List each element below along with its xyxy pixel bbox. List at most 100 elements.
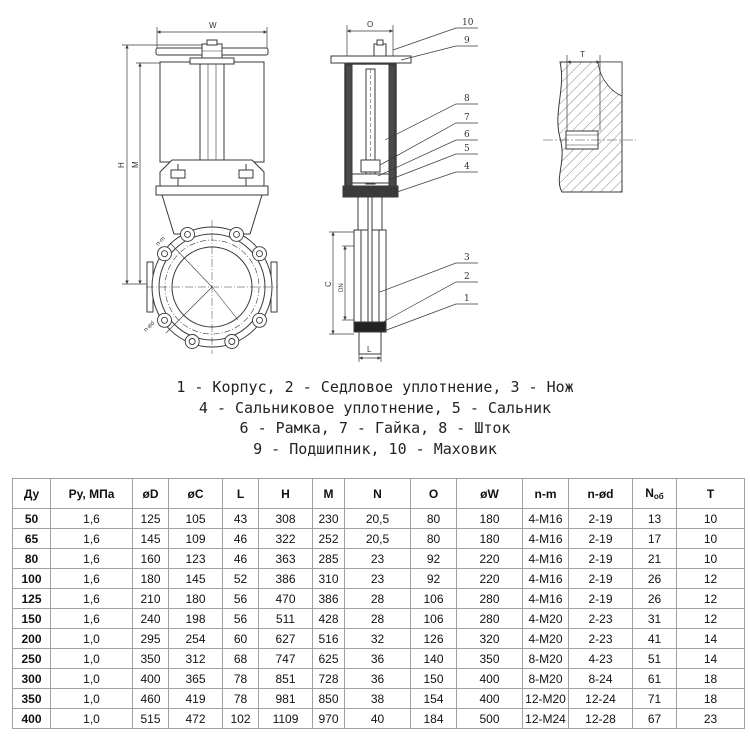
nominal-diameter-cell: 250	[12, 648, 51, 669]
t-dimension-label: T	[580, 50, 585, 59]
nominal-diameter-cell: 80	[12, 548, 51, 569]
column-header: øD	[132, 478, 169, 509]
table-cell: 285	[312, 548, 345, 569]
part-number-label: 6	[464, 130, 470, 140]
l-dimension-label: L	[367, 345, 372, 354]
table-cell: 20,5	[344, 508, 411, 529]
table-cell: 252	[312, 528, 345, 549]
table-cell: 125	[132, 508, 169, 529]
table-cell: 2-23	[568, 628, 633, 649]
table-cell: 92	[410, 568, 457, 589]
height-dimension-label: H	[117, 162, 126, 168]
table-cell: 71	[632, 688, 677, 709]
valve-drawing: W H M	[117, 18, 636, 362]
bolt-holes	[157, 226, 267, 349]
nominal-diameter-cell: 50	[12, 508, 51, 529]
part-number-label: 9	[464, 36, 470, 46]
stem	[365, 68, 376, 185]
column-header: M	[312, 478, 345, 509]
table-cell: 1,0	[50, 668, 133, 689]
table-cell: 92	[410, 548, 457, 569]
table-cell: 17	[632, 528, 677, 549]
table-cell: 12	[676, 568, 745, 589]
table-cell: 2-19	[568, 548, 633, 569]
table-cell: 43	[222, 508, 259, 529]
table-cell: 1,0	[50, 648, 133, 669]
table-cell: 4-M16	[522, 588, 569, 609]
table-cell: 123	[168, 548, 223, 569]
table-cell: 386	[258, 568, 313, 589]
gland	[155, 159, 269, 200]
table-cell: 4-23	[568, 648, 633, 669]
table-cell: 14	[676, 648, 745, 669]
table-cell: 850	[312, 688, 345, 709]
table-cell: 4-M16	[522, 568, 569, 589]
table-cell: 2-23	[568, 608, 633, 629]
nominal-diameter-cell: 65	[12, 528, 51, 549]
table-cell: 728	[312, 668, 345, 689]
table-cell: 363	[258, 548, 313, 569]
column-header: n-m	[522, 478, 569, 509]
part-leaders	[377, 27, 478, 332]
table-cell: 4-M16	[522, 548, 569, 569]
table-cell: 23	[344, 548, 411, 569]
column-header: Ру, МПа	[50, 478, 133, 509]
legend-line: 1 - Корпус, 2 - Седловое уплотнение, 3 -…	[176, 378, 574, 396]
table-cell: 41	[632, 628, 677, 649]
table-cell: 4-M16	[522, 528, 569, 549]
part-leader-line	[383, 303, 478, 332]
table-cell: 419	[168, 688, 223, 709]
detail-view: T	[543, 50, 636, 193]
table-cell: 320	[456, 628, 523, 649]
table-cell: 350	[132, 648, 169, 669]
column-header: H	[258, 478, 313, 509]
table-cell: 78	[222, 668, 259, 689]
nominal-diameter-cell: 300	[12, 668, 51, 689]
nominal-diameter-cell: 350	[12, 688, 51, 709]
table-cell: 1,0	[50, 708, 133, 729]
table-cell: 126	[410, 628, 457, 649]
table-cell: 2-19	[568, 528, 633, 549]
table-cell: 106	[410, 608, 457, 629]
table-cell: 198	[168, 608, 223, 629]
table-cell: 10	[676, 528, 745, 549]
part-number-label: 8	[464, 94, 470, 104]
table-cell: 184	[410, 708, 457, 729]
table-cell: 102	[222, 708, 259, 729]
table-cell: 21	[632, 548, 677, 569]
table-cell: 8-M20	[522, 648, 569, 669]
table-cell: 627	[258, 628, 313, 649]
table-cell: 2-19	[568, 508, 633, 529]
part-leader-line	[384, 103, 478, 141]
table-cell: 67	[632, 708, 677, 729]
c-dimension	[329, 231, 354, 335]
table-cell: 180	[456, 508, 523, 529]
table-cell: 1,0	[50, 628, 133, 649]
part-leader-line	[400, 45, 478, 61]
table-cell: 515	[132, 708, 169, 729]
table-cell: 105	[168, 508, 223, 529]
table-cell: 240	[132, 608, 169, 629]
table-cell: 1109	[258, 708, 313, 729]
c-dimension-label: C	[324, 281, 333, 287]
table-cell: 308	[258, 508, 313, 529]
packing-gland	[351, 173, 390, 184]
table-cell: 31	[632, 608, 677, 629]
stem-nut	[360, 159, 381, 173]
table-cell: 851	[258, 668, 313, 689]
table-cell: 61	[632, 668, 677, 689]
table-cell: 428	[312, 608, 345, 629]
table-cell: 4-M16	[522, 508, 569, 529]
nominal-diameter-cell: 150	[12, 608, 51, 629]
table-cell: 80	[410, 508, 457, 529]
table-cell: 23	[344, 568, 411, 589]
